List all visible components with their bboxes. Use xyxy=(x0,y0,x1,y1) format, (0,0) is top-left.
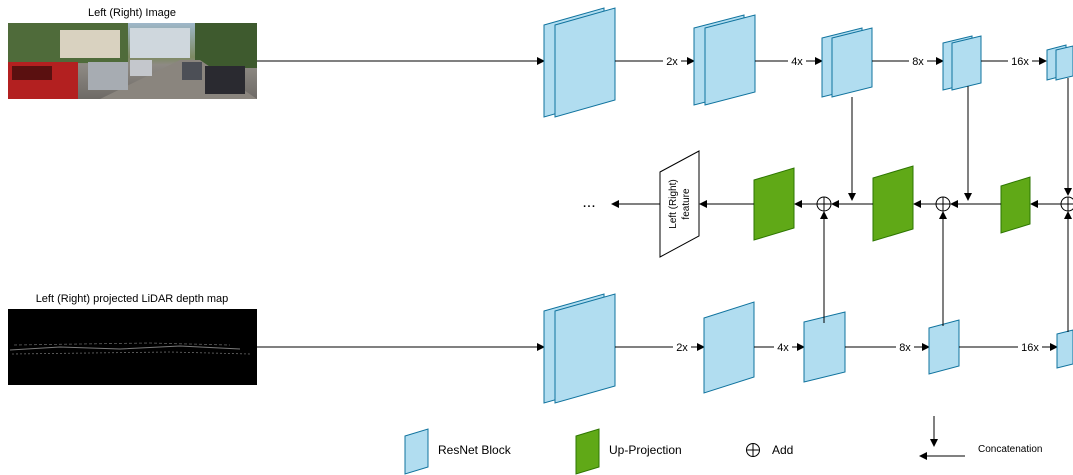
depth-input-title: Left (Right) projected LiDAR depth map xyxy=(36,293,229,305)
image-resnet-block-4 xyxy=(942,35,982,91)
image-resnet-block-1 xyxy=(543,7,616,118)
depth-resnet-block-4 xyxy=(928,319,960,375)
depth-scale-8x: 8x xyxy=(899,342,911,354)
rgb-street-image xyxy=(8,23,257,99)
image-scale-16x: 16x xyxy=(1011,56,1029,68)
add-node-4x xyxy=(816,196,832,212)
add-node-16x xyxy=(1060,196,1073,212)
upprojection-block-2 xyxy=(872,165,914,242)
depth-resnet-block-2 xyxy=(703,301,755,394)
image-resnet-block-5 xyxy=(1046,44,1073,81)
image-scale-4x: 4x xyxy=(791,56,803,68)
image-scale-8x: 8x xyxy=(912,56,924,68)
upprojection-block-1 xyxy=(1000,176,1031,234)
lidar-depth-map xyxy=(8,309,257,385)
depth-resnet-block-3 xyxy=(803,311,846,383)
legend-resnet-swatch xyxy=(404,428,429,475)
legend-upproj-label: Up-Projection xyxy=(609,443,682,457)
legend-add-icon xyxy=(746,443,760,457)
depth-resnet-block-5 xyxy=(1056,329,1073,369)
image-input-title: Left (Right) Image xyxy=(88,7,176,19)
feature-label-line1: Left (Right) xyxy=(668,179,679,228)
legend-upproj-swatch xyxy=(575,428,600,475)
image-resnet-block-2 xyxy=(693,14,756,106)
depth-scale-2x: 2x xyxy=(676,342,688,354)
depth-scale-16x: 16x xyxy=(1021,342,1039,354)
depth-resnet-block-1 xyxy=(543,293,616,404)
continuation-ellipsis: ... xyxy=(582,194,595,211)
legend-add-label: Add xyxy=(772,443,793,457)
image-resnet-block-3 xyxy=(821,27,873,98)
image-scale-2x: 2x xyxy=(666,56,678,68)
upprojection-block-3 xyxy=(753,167,795,241)
legend-concat-icon xyxy=(919,416,965,460)
legend-concat-label: Concatenation xyxy=(978,444,1043,455)
feature-output-block xyxy=(659,150,700,258)
depth-scale-4x: 4x xyxy=(777,342,789,354)
feature-label-line2: feature xyxy=(681,188,692,220)
legend-resnet-label: ResNet Block xyxy=(438,443,512,457)
add-node-8x xyxy=(935,196,951,212)
